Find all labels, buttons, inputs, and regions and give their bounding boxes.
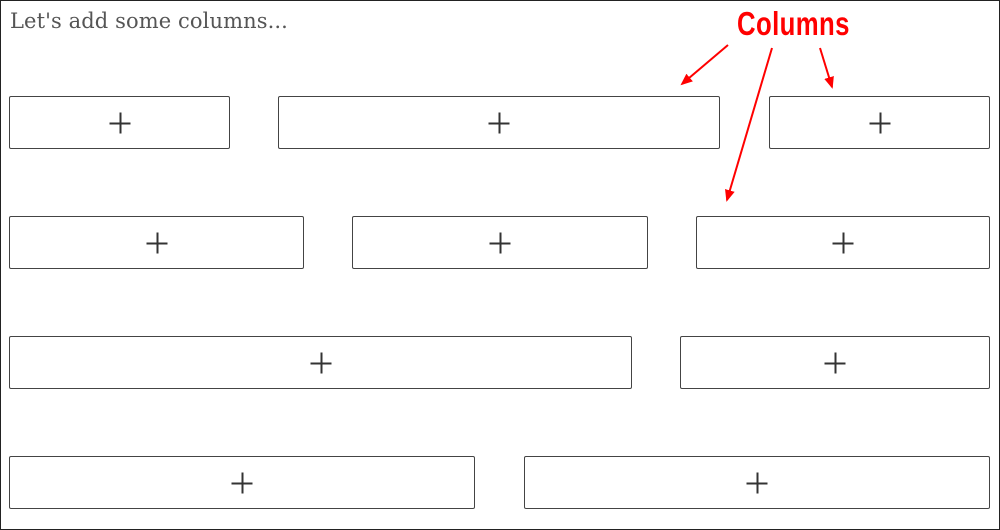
column-placeholder[interactable] (278, 96, 720, 149)
column-placeholder[interactable] (9, 96, 230, 149)
plus-icon (824, 352, 846, 373)
column-placeholder[interactable] (696, 216, 990, 269)
plus-icon (489, 232, 511, 253)
column-placeholder[interactable] (769, 96, 990, 149)
plus-icon (310, 352, 331, 373)
column-placeholder[interactable] (9, 216, 304, 269)
columns-annotation-label: Columns (737, 5, 850, 42)
column-placeholder[interactable] (9, 336, 632, 389)
column-placeholder[interactable] (524, 456, 990, 509)
column-placeholder[interactable] (680, 336, 990, 389)
column-placeholder[interactable] (352, 216, 648, 269)
intro-text: Let's add some columns... (10, 9, 288, 33)
plus-icon (746, 472, 768, 493)
plus-icon (146, 232, 167, 253)
plus-icon (488, 112, 510, 133)
plus-icon (869, 112, 890, 133)
plus-icon (832, 232, 854, 253)
plus-icon (231, 472, 253, 493)
plus-icon (109, 112, 130, 133)
column-placeholder[interactable] (9, 456, 475, 509)
